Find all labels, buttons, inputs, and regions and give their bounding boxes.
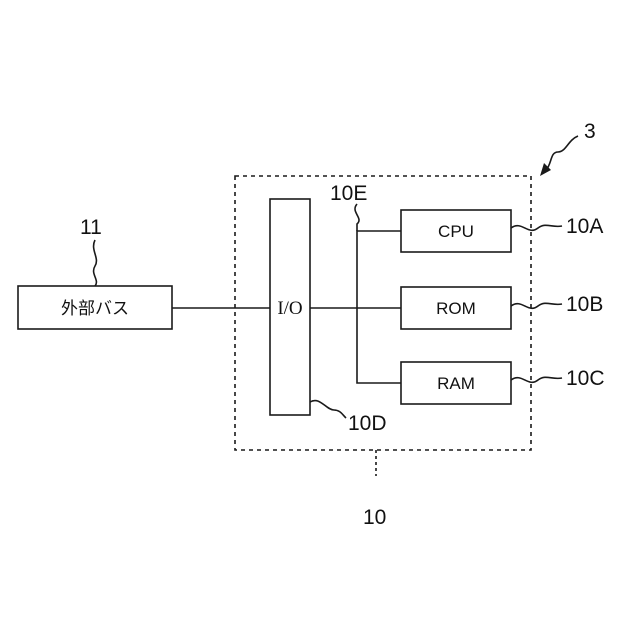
leader-10e (355, 204, 359, 231)
ref-10: 10 (363, 506, 386, 529)
ref-3: 3 (584, 120, 596, 143)
cpu-label: CPU (438, 222, 474, 241)
leader-10b (511, 303, 562, 308)
leader-10c (511, 377, 562, 382)
io-label: I/O (277, 298, 302, 319)
leader-11 (94, 240, 97, 286)
ref-10d: 10D (348, 412, 387, 435)
external-bus-label: 外部バス (61, 299, 129, 319)
leader-10d (310, 401, 346, 418)
ref-11: 11 (80, 216, 102, 239)
ref-10e: 10E (330, 182, 367, 205)
rom-label: ROM (436, 299, 476, 318)
ref-10b: 10B (566, 293, 603, 316)
ram-label: RAM (437, 374, 475, 393)
ref-10c: 10C (566, 367, 605, 390)
leader-10a (511, 225, 562, 230)
leader-3 (546, 136, 578, 170)
ref-10a: 10A (566, 215, 603, 238)
internal-bus-10e (357, 231, 401, 383)
